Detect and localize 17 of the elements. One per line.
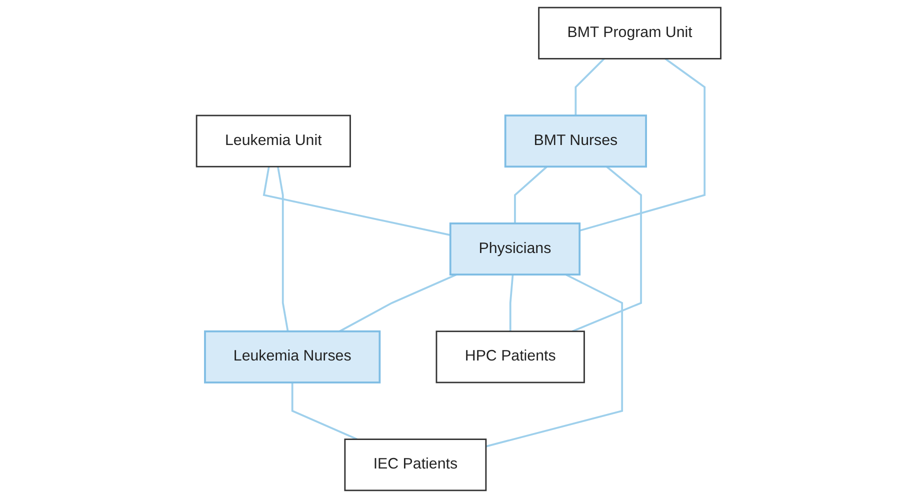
connector (338, 274, 457, 332)
connector (572, 166, 642, 332)
connector (291, 382, 358, 440)
node-box: BMT Nurses (504, 114, 647, 168)
connector (509, 274, 514, 332)
node-box: Leukemia Nurses (204, 330, 380, 384)
connector (486, 274, 623, 448)
node-box: Physicians (449, 222, 580, 276)
node-box: IEC Patients (344, 438, 486, 492)
connector (574, 58, 605, 116)
connector (579, 58, 706, 232)
node-box: BMT Program Unit (538, 6, 722, 60)
node-box: Leukemia Unit (196, 114, 351, 168)
node-box: HPC Patients (436, 330, 585, 384)
connector (262, 166, 450, 236)
connector (276, 166, 289, 332)
connector (514, 166, 548, 224)
